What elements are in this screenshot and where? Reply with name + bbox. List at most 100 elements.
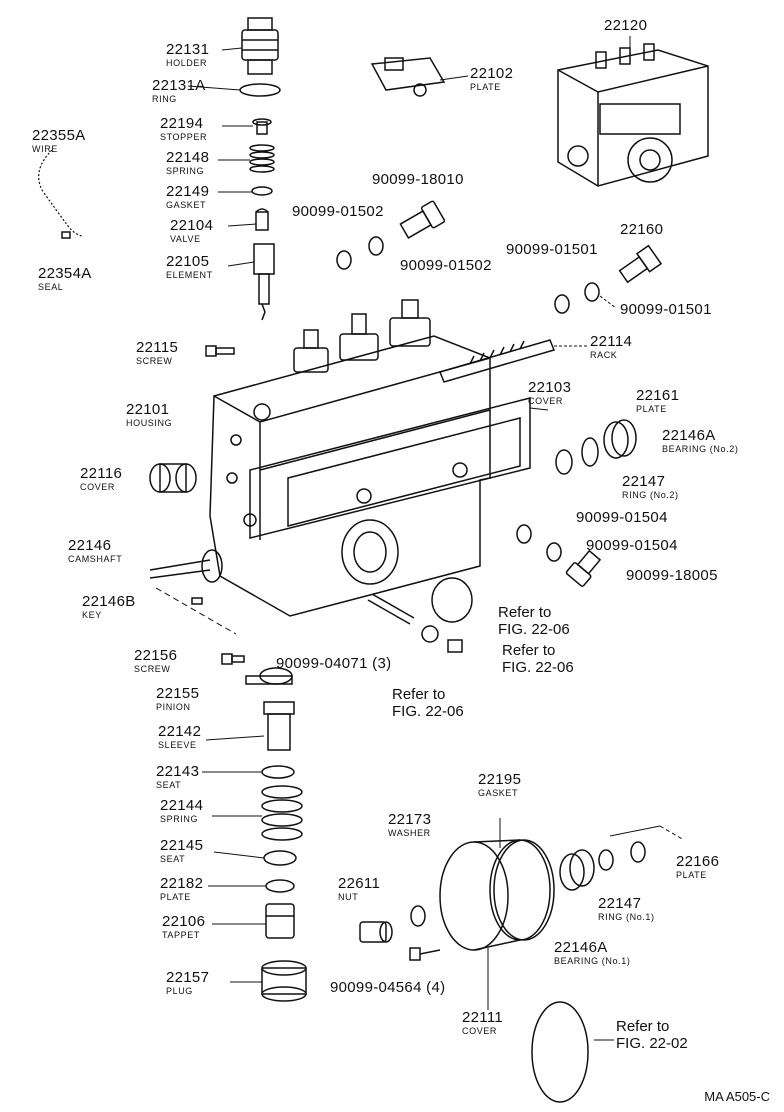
part-number: 22157 (166, 969, 210, 986)
ref-line-1: Refer to (498, 604, 552, 621)
label-90099-04071: 90099-04071 (3) (276, 656, 391, 672)
ref-line-2: FIG. 22-06 (498, 621, 570, 638)
seal-22354a (61, 231, 71, 239)
stopper-22194 (252, 118, 272, 135)
part-number: 22195 (478, 771, 522, 788)
part-name: SCREW (136, 356, 173, 366)
label-90099-01504-b: 90099-01504 (586, 538, 678, 554)
part-number: 22144 (160, 797, 204, 814)
part-number: 90099-01501 (506, 241, 598, 258)
plate-22161 (581, 437, 599, 467)
label-90099-01501-b: 90099-01501 (620, 302, 712, 318)
ref-line-1: Refer to (502, 642, 556, 659)
part-name: SCREW (134, 664, 171, 674)
part-number: 22355A (32, 127, 86, 144)
label-90099-01504-a: 90099-01504 (576, 510, 668, 526)
part-name: RING (No.1) (598, 912, 655, 922)
ref-line-2: FIG. 22-06 (502, 659, 574, 676)
seat-22145 (263, 850, 297, 866)
part-number: 90099-18010 (372, 171, 464, 188)
part-number: 22146 (68, 537, 112, 554)
part-number: 22146A (554, 939, 608, 956)
part-number: 22354A (38, 265, 92, 282)
part-name: CAMSHAFT (68, 554, 123, 564)
part-name: COVER (80, 482, 116, 492)
holder-22131 (241, 17, 279, 75)
screw-22156 (221, 653, 245, 665)
label-90099-01501-a: 90099-01501 (506, 242, 598, 258)
part-name: WASHER (388, 828, 431, 838)
bolt-90099-18010 (399, 200, 446, 239)
part-name: BEARING (No.1) (554, 956, 631, 966)
plate-22166 (630, 841, 646, 863)
ref-line-1: Refer to (392, 686, 446, 703)
part-number: 22149 (166, 183, 210, 200)
label-90099-18005: 90099-18005 (626, 568, 718, 584)
seat-22143 (261, 765, 295, 779)
part-name: SPRING (166, 166, 205, 176)
leaders-lower-stack (202, 735, 266, 983)
ref-line-2: FIG. 22-02 (616, 1035, 688, 1052)
part-number: 22611 (338, 875, 381, 892)
part-number: 22103 (528, 379, 572, 396)
part-number: 90099-04071 (3) (276, 655, 392, 672)
part-name: PLATE (470, 82, 501, 92)
plug-22157 (261, 960, 307, 1002)
part-name: SEAL (38, 282, 64, 292)
camshaft-22146 (149, 549, 223, 583)
plate-22102 (370, 57, 446, 97)
part-name: COVER (462, 1026, 498, 1036)
part-name: PLATE (676, 870, 707, 880)
part-number: 22115 (136, 339, 179, 356)
diagram-code: MA A505-C (704, 1089, 770, 1104)
part-number: 22116 (80, 465, 123, 482)
ref-line-1: Refer to (616, 1018, 670, 1035)
part-number: 22105 (166, 253, 210, 270)
oring-ref (431, 577, 473, 623)
spring-22148 (249, 144, 275, 173)
part-number: 22147 (622, 473, 666, 490)
label-22160: 22160 (620, 222, 663, 238)
part-name: BEARING (No.2) (662, 444, 739, 454)
part-number: 22166 (676, 853, 720, 870)
cover-22111 (439, 839, 551, 951)
part-name: PLATE (160, 892, 191, 902)
part-number: 22120 (604, 17, 648, 34)
washer-01504b (546, 542, 562, 562)
part-name: PLUG (166, 986, 193, 996)
label-90099-01502-b: 90099-01502 (400, 258, 492, 274)
part-name: NUT (338, 892, 359, 902)
part-number: 90099-18005 (626, 567, 718, 584)
label-90099-18010: 90099-18010 (372, 172, 464, 188)
ring-22147-no1 (598, 849, 614, 871)
wire-22355a (38, 149, 83, 237)
part-name: STOPPER (160, 132, 208, 142)
washer-01501a (554, 294, 570, 314)
part-name: VALVE (170, 234, 201, 244)
part-number: 22104 (170, 217, 214, 234)
part-number: 22145 (160, 837, 204, 854)
part-number: 22114 (590, 333, 633, 350)
part-name: TAPPET (162, 930, 200, 940)
nut-22611 (359, 921, 393, 943)
part-number: 22131A (152, 77, 206, 94)
part-number: 22194 (160, 115, 204, 132)
part-number: 22155 (156, 685, 200, 702)
part-name: ELEMENT (166, 270, 213, 280)
